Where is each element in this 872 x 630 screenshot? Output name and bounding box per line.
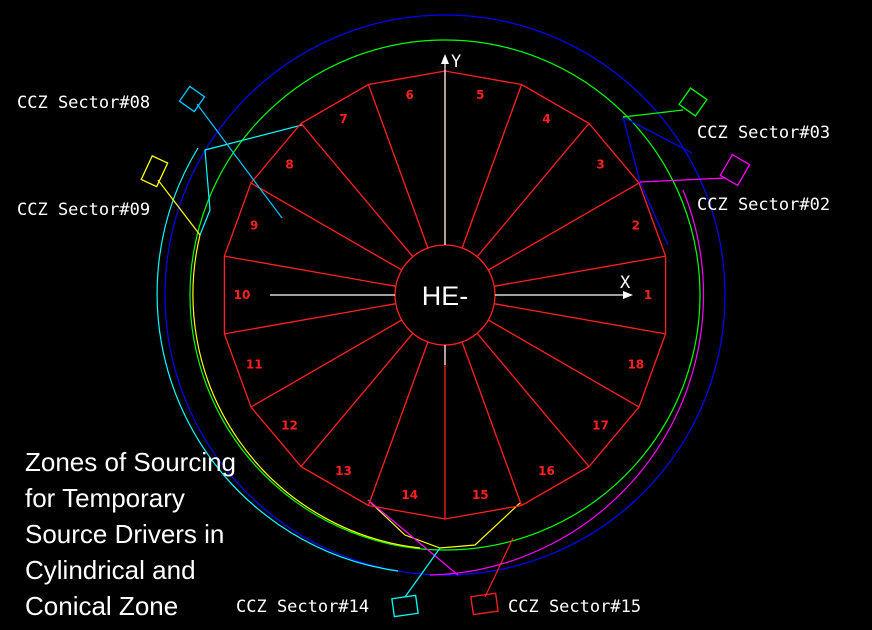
- sector-number-1: 1: [644, 288, 652, 302]
- sector-number-4: 4: [542, 112, 550, 126]
- sector-number-3: 3: [596, 158, 604, 172]
- sector-number-12: 12: [281, 419, 298, 433]
- cyan-arc: [156, 147, 399, 572]
- sector-number-10: 10: [234, 288, 251, 302]
- center-label: HE-: [422, 281, 469, 311]
- callout-sector-09: CCZ Sector#09: [17, 154, 201, 236]
- sector-divider: [224, 255, 396, 287]
- sector-marker: [678, 87, 708, 117]
- outer-blue-ring: [164, 14, 726, 576]
- caption-line: Zones of Sourcing: [25, 447, 237, 477]
- sector-divider: [224, 303, 396, 335]
- callout-sector-15: CCZ Sector#15: [470, 537, 641, 617]
- sector-divider: [367, 84, 429, 249]
- sector-divider: [300, 122, 414, 258]
- sector-number-18: 18: [627, 357, 644, 371]
- callout-sector-03: CCZ Sector#03: [622, 87, 830, 143]
- y-axis-label: Y: [451, 52, 461, 72]
- leader-line: [622, 109, 684, 118]
- sector-15-boundary: [367, 499, 459, 576]
- sector-wheel: [223, 70, 667, 520]
- caption-line: for Temporary: [25, 483, 185, 513]
- sector-marker: [140, 154, 169, 188]
- sector-divider: [476, 122, 590, 258]
- callout-label: CCZ Sector#02: [697, 195, 830, 215]
- sector-number-16: 16: [538, 464, 555, 478]
- sector-number-6: 6: [406, 88, 414, 102]
- sector-number-9: 9: [250, 219, 258, 233]
- sector-marker: [470, 592, 499, 616]
- sector-divider: [487, 182, 640, 271]
- sector-divider: [461, 84, 523, 249]
- sector-number-11: 11: [246, 357, 263, 371]
- sector-divider: [461, 341, 523, 506]
- sector-number-14: 14: [401, 488, 418, 502]
- callout-sector-02: CCZ Sector#02: [639, 153, 830, 215]
- sector-divider: [487, 319, 640, 408]
- callout-label: CCZ Sector#08: [17, 93, 150, 113]
- sector-number-5: 5: [476, 88, 484, 102]
- sector-marker: [391, 594, 419, 618]
- callout-sector-14: CCZ Sector#14: [236, 547, 441, 618]
- callout-label: CCZ Sector#15: [508, 597, 641, 617]
- sector-09-boundary: [199, 124, 303, 236]
- sector-number-15: 15: [472, 488, 489, 502]
- sector-divider: [476, 332, 590, 468]
- leader-line: [157, 179, 201, 236]
- caption-line: Conical Zone: [25, 591, 179, 621]
- callout-label: CCZ Sector#09: [17, 200, 150, 220]
- x-axis-arrow: [623, 291, 633, 299]
- sector-divider: [250, 319, 403, 408]
- diagram-caption: Zones of Sourcing for Temporary Source D…: [25, 444, 236, 624]
- magenta-arc: [429, 189, 705, 576]
- sector-divider: [367, 341, 429, 506]
- leader-line: [484, 537, 514, 598]
- sector-marker: [178, 85, 206, 113]
- callout-label: CCZ Sector#14: [236, 597, 369, 617]
- sector-number-7: 7: [339, 112, 347, 126]
- axes: [270, 60, 625, 365]
- sector-03-outer-edge: [622, 116, 693, 154]
- x-axis-label: X: [620, 273, 631, 293]
- inner-green-ring: [189, 39, 701, 551]
- caption-line: Cylindrical and: [25, 555, 196, 585]
- caption-line: Source Drivers in: [25, 519, 225, 549]
- leader-line: [404, 547, 441, 598]
- leader-line: [196, 103, 283, 219]
- sector-divider: [494, 303, 666, 335]
- callout-label: CCZ Sector#03: [697, 123, 830, 143]
- sector-divider: [494, 255, 666, 287]
- sector-number-8: 8: [285, 158, 293, 172]
- sector-divider: [250, 182, 403, 271]
- sector-number-13: 13: [335, 464, 352, 478]
- sector-divider: [300, 332, 414, 468]
- y-axis-arrow: [441, 54, 449, 64]
- sector-number-2: 2: [632, 219, 640, 233]
- leader-line: [639, 177, 727, 183]
- sector-marker: [719, 153, 751, 187]
- sector-number-17: 17: [592, 419, 609, 433]
- yellow-arc: [192, 234, 421, 549]
- callout-sector-08: CCZ Sector#08: [17, 85, 283, 219]
